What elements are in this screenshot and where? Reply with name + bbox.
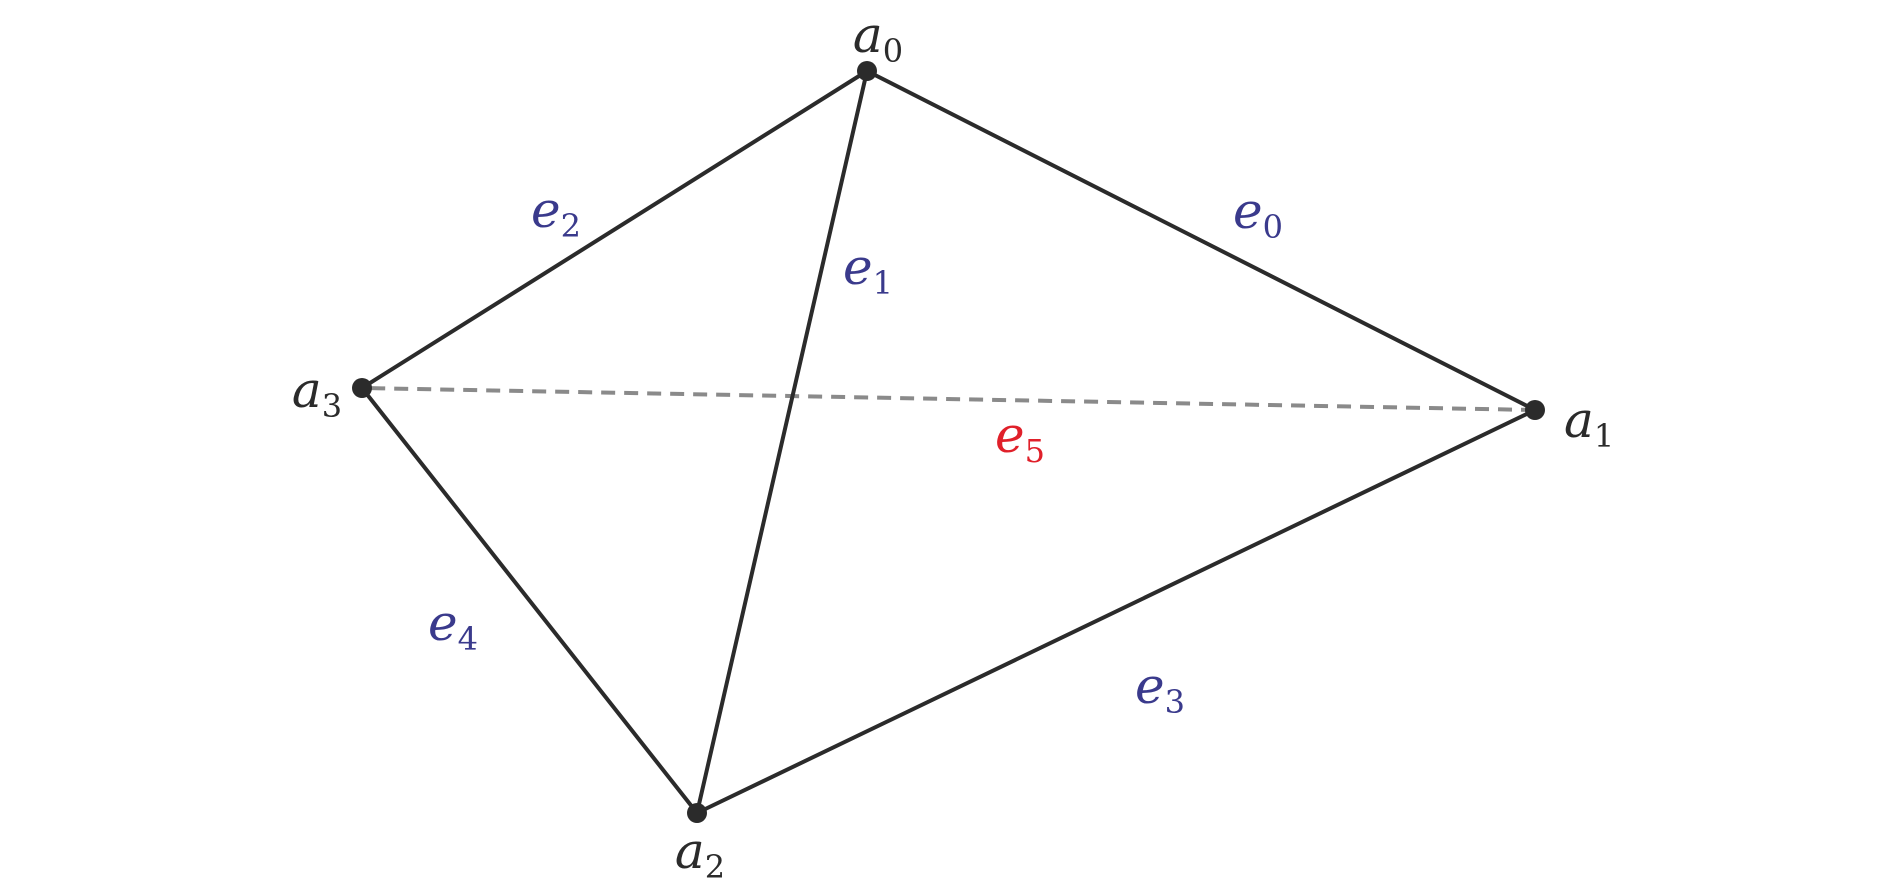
vertex-label-a3: a3 [292,361,342,425]
vertex-label-a2-subscript: 2 [705,848,725,886]
edge-label-e3-subscript: 3 [1165,683,1185,721]
edge-e1 [695,69,869,815]
edge-e5 [361,386,1536,412]
edge-label-e0-subscript: 0 [1263,208,1283,246]
edge-label-e2-subscript: 2 [561,207,581,245]
edge-label-e3-letter: e [1135,657,1165,715]
edge-label-e1-letter: e [843,238,873,296]
edge-label-e4: e4 [428,594,478,658]
edge-label-e5: e5 [995,406,1045,470]
vertex-label-a2-letter: a [675,822,705,880]
vertices-layer [352,61,1545,823]
vertex-label-a1: a1 [1564,391,1614,455]
edge-e3 [695,408,1537,815]
edge-label-e4-letter: e [428,594,458,652]
vertex-label-a2: a2 [675,822,725,886]
edge-e4 [360,386,699,815]
edges-layer [360,69,1537,815]
vertex-a0 [857,61,877,81]
vertex-label-a3-subscript: 3 [322,387,342,425]
edge-label-e1-subscript: 1 [873,264,893,302]
edge-label-e2-letter: e [531,181,561,239]
edge-label-e0: e0 [1233,182,1283,246]
edge-e2 [360,69,869,390]
vertex-label-a0: a0 [853,6,903,70]
edge-label-e2: e2 [531,181,581,245]
vertex-label-a1-letter: a [1564,391,1594,449]
vertex-a1 [1525,400,1545,420]
edge-label-e3: e3 [1135,657,1185,721]
vertex-label-a0-subscript: 0 [883,32,903,70]
edge-label-e0-letter: e [1233,182,1263,240]
vertex-label-a0-letter: a [853,6,883,64]
vertex-label-a1-subscript: 1 [1594,417,1614,455]
edge-label-e5-subscript: 5 [1025,432,1045,470]
vertex-a3 [352,378,372,398]
edge-label-e4-subscript: 4 [458,620,478,658]
edge-label-e5-letter: e [995,406,1025,464]
vertex-label-a3-letter: a [292,361,322,419]
vertex-a2 [687,803,707,823]
edge-e0 [865,69,1537,412]
edge-label-e1: e1 [843,238,893,302]
